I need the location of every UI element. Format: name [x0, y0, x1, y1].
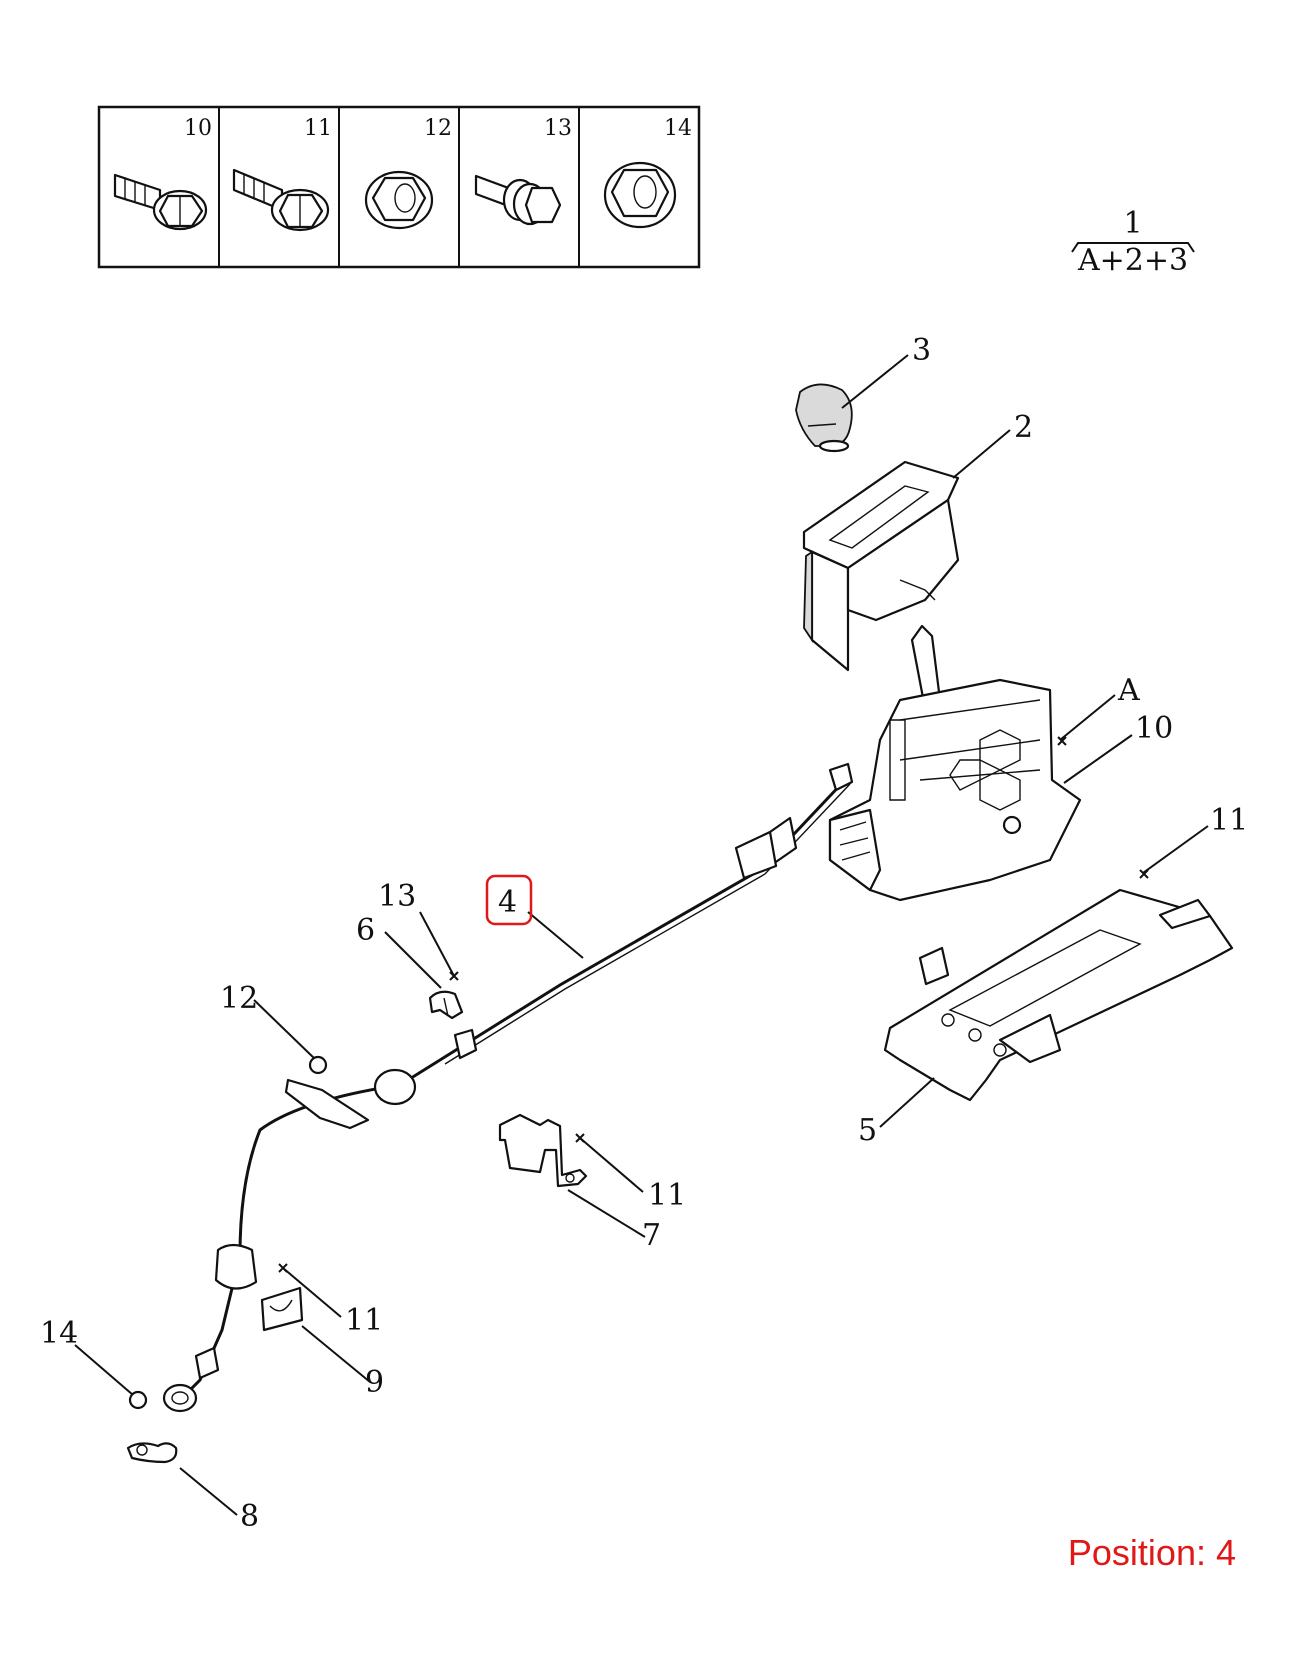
flange-bolt-icon [232, 168, 330, 232]
washer-bolt-icon [474, 174, 562, 226]
shift-bezel[interactable] [802, 460, 960, 672]
callout-3[interactable]: 3 [912, 333, 931, 368]
fastener-cell-14[interactable]: 14 [603, 116, 692, 229]
fastener-table: 10 11 12 [97, 105, 701, 269]
callout-9[interactable]: 9 [365, 1365, 384, 1400]
fastener-number-13: 13 [544, 116, 572, 141]
flange-nut-icon [364, 170, 434, 230]
callout-8[interactable]: 8 [240, 1499, 259, 1534]
callout-11-middle[interactable]: 11 [648, 1178, 686, 1213]
cable-bracket[interactable] [498, 1113, 588, 1188]
assembly-formula: A+2+3 [1077, 243, 1188, 278]
highlight-box [485, 874, 533, 926]
callout-12[interactable]: 12 [220, 981, 258, 1016]
assembly-number: 1 [1123, 206, 1142, 241]
fastener-cell-11[interactable]: 11 [232, 116, 332, 232]
leader-lines [74, 354, 1209, 1516]
callout-11-top[interactable]: 11 [1210, 803, 1248, 838]
flange-nut-icon [603, 161, 677, 229]
fastener-number-11: 11 [304, 116, 332, 141]
callout-10[interactable]: 10 [1135, 711, 1173, 746]
callout-A[interactable]: A [1117, 673, 1140, 708]
callout-14[interactable]: 14 [40, 1316, 78, 1351]
fastener-number-14: 14 [664, 116, 692, 141]
cable-clip[interactable] [428, 990, 464, 1020]
callout-2[interactable]: 2 [1014, 410, 1033, 445]
cable-end-bracket[interactable] [126, 1442, 178, 1464]
shifter-base-plate[interactable] [883, 888, 1234, 1102]
nut-marker [308, 1055, 328, 1075]
fastener-number-10: 10 [184, 116, 212, 141]
nut-marker [128, 1390, 148, 1410]
fastener-cell-12[interactable]: 12 [364, 116, 452, 230]
fastener-cell-10[interactable]: 10 [113, 116, 212, 231]
retainer-clip[interactable] [260, 1286, 304, 1332]
fastener-cell-13[interactable]: 13 [474, 116, 572, 226]
shift-knob[interactable] [795, 383, 853, 453]
fastener-number-12: 12 [424, 116, 452, 141]
shifter-mechanism[interactable] [828, 624, 1082, 902]
callout-11-bottom[interactable]: 11 [345, 1303, 383, 1338]
assembly-note: 1 A+2+3 [1071, 206, 1195, 278]
callout-7[interactable]: 7 [642, 1218, 661, 1253]
callout-4[interactable]: 4 [498, 885, 517, 920]
position-label: Position: 4 [1067, 1532, 1236, 1573]
callouts: 3 2 A 10 11 4 13 6 12 5 11 7 11 9 14 8 [40, 333, 1248, 1534]
callout-13[interactable]: 13 [378, 879, 416, 914]
shift-cable[interactable] [162, 762, 854, 1413]
flange-bolt-icon [113, 173, 208, 231]
callout-5[interactable]: 5 [858, 1113, 877, 1148]
callout-6[interactable]: 6 [356, 913, 375, 948]
